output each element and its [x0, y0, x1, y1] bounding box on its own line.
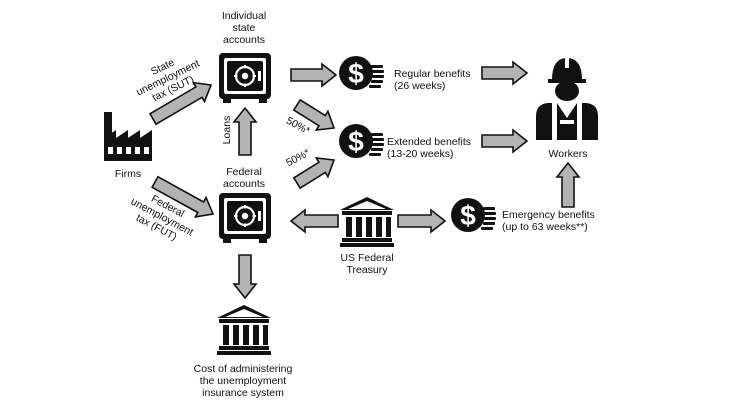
worker-icon [536, 58, 598, 140]
factory-icon [104, 112, 152, 161]
individual-state-accounts-label: Individual state accounts [221, 10, 267, 46]
arrow-federal-to-extended [292, 157, 336, 190]
arrow-state-to-regular [290, 62, 338, 88]
federal-accounts-label: Federal accounts [222, 166, 266, 190]
arrow-emergency-to-workers [555, 161, 581, 208]
regular-benefits-label: Regular benefits (26 weeks) [394, 68, 471, 92]
us-federal-treasury-label: US Federal Treasury [340, 252, 394, 276]
emergency-benefits-label: Emergency benefits (up to 63 weeks**) [502, 209, 595, 233]
arrow-federal-to-state-loans [232, 106, 258, 156]
cost-admin-label: Cost of administering the unemployment i… [193, 363, 293, 399]
arrow-firms-to-federal [151, 175, 215, 218]
emergency-benefits-dollar-icon [451, 198, 496, 232]
admin-bank-icon [217, 305, 271, 355]
arrow-firms-to-state [148, 81, 213, 126]
arrow-federal-to-admin [232, 254, 258, 300]
arrow-state-to-extended [292, 98, 336, 131]
loans-label: Loans [221, 115, 233, 145]
arrow-treasury-to-federal [289, 208, 339, 234]
regular-benefits-dollar-icon [339, 56, 384, 90]
treasury-bank-icon [340, 197, 394, 247]
extended-benefits-dollar-icon [339, 124, 384, 158]
firms-label: Firms [114, 168, 142, 180]
extended-benefits-label: Extended benefits (13-20 weeks) [387, 136, 472, 160]
arrow-regular-to-workers [481, 60, 529, 86]
state-vault-icon [217, 51, 273, 105]
federal-vault-icon [217, 191, 273, 245]
arrow-treasury-to-emergency [397, 208, 447, 234]
workers-label: Workers [548, 148, 588, 160]
arrow-extended-to-workers [481, 128, 529, 154]
